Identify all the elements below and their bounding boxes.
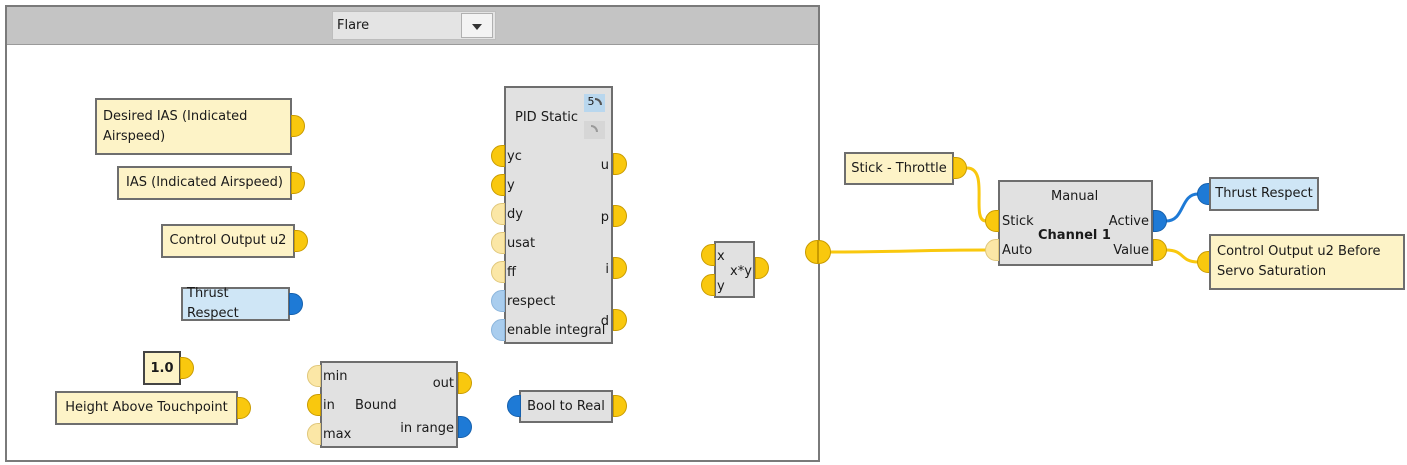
bound-input-min-label: min <box>323 369 348 384</box>
channel-auto-input-port[interactable] <box>985 239 999 261</box>
source-ias-label: IAS (Indicated Airspeed) <box>126 175 283 190</box>
source-thrust-respect-label: Thrust Respect <box>187 286 239 321</box>
source-stick-throttle[interactable]: Stick - Throttle <box>844 152 954 185</box>
pid-output-i-label: i <box>605 262 609 277</box>
bound-input-max-label: max <box>323 427 352 442</box>
multiply-label: x*y <box>730 264 752 279</box>
bool-to-real-label: Bool to Real <box>527 399 605 414</box>
sink-control-output-label: Control Output u2 Before Servo Saturatio… <box>1217 244 1381 279</box>
bound-title: Bound <box>355 398 397 413</box>
sink-thrust-respect-label: Thrust Respect <box>1215 186 1313 201</box>
pid-input-ff-label: ff <box>507 265 516 280</box>
channel-stick-input-port[interactable] <box>985 210 999 232</box>
pid-input-dy-label: dy <box>507 207 523 222</box>
channel-output-value-label: Value <box>1113 243 1149 258</box>
source-desired-ias-label: Desired IAS (Indicated Airspeed) <box>103 108 248 144</box>
bound-output-in-range-label: in range <box>400 421 454 436</box>
source-stick-throttle-label: Stick - Throttle <box>851 160 947 176</box>
bound-block[interactable]: min in max Bound out in range <box>320 361 458 448</box>
mode-selector[interactable]: Flare <box>332 11 496 40</box>
wire-value-to-control-out <box>1164 248 1200 264</box>
channel-input-auto-label: Auto <box>1002 243 1033 258</box>
pid-dy-input-port[interactable] <box>491 203 505 225</box>
multiply-block[interactable]: x y x*y <box>714 241 755 298</box>
channel-input-stick-label: Stick <box>1002 214 1034 229</box>
pid-input-yc-label: yc <box>507 149 522 164</box>
channel-mode-label: Manual <box>1051 189 1099 204</box>
group-output-node[interactable] <box>805 240 831 264</box>
pid-badge-value: 5 <box>587 95 595 108</box>
pid-input-respect-label: respect <box>507 294 556 309</box>
pid-ff-input-port[interactable] <box>491 261 505 283</box>
bound-in-input-port[interactable] <box>307 394 321 416</box>
group-output-node-divider <box>817 241 819 263</box>
pid-respect-input-port[interactable] <box>491 290 505 312</box>
dropdown-arrow-icon <box>472 24 482 30</box>
pid-output-d-label: d <box>600 314 609 329</box>
bound-max-input-port[interactable] <box>307 423 321 445</box>
channel-title: Channel 1 <box>1038 228 1111 243</box>
source-height-label: Height Above Touchpoint <box>65 400 228 415</box>
mode-selector-button[interactable] <box>461 13 493 38</box>
wire-stick-to-stick <box>965 166 988 223</box>
constant-value: 1.0 <box>150 360 174 376</box>
wire-node-to-auto <box>828 248 988 254</box>
bound-min-input-port[interactable] <box>307 365 321 387</box>
source-desired-ias[interactable]: Desired IAS (Indicated Airspeed) <box>95 98 292 155</box>
multiply-y-input-port[interactable] <box>701 274 715 296</box>
rss-feed-icon <box>591 125 598 132</box>
pid-output-u-label: u <box>600 158 609 173</box>
pid-y-input-port[interactable] <box>491 174 505 196</box>
mode-selector-value: Flare <box>337 18 370 33</box>
source-ias[interactable]: IAS (Indicated Airspeed) <box>117 166 292 200</box>
bound-input-in-label: in <box>323 398 335 413</box>
multiply-x-input-port[interactable] <box>701 244 715 266</box>
rss-feed-icon <box>594 98 602 105</box>
bool-to-real-block[interactable]: Bool to Real <box>519 390 613 423</box>
source-control-output[interactable]: Control Output u2 <box>161 224 295 258</box>
pid-usat-input-port[interactable] <box>491 232 505 254</box>
pid-static-block[interactable]: PID Static 5 yc y dy usat ff respect ena… <box>504 86 613 344</box>
pid-yc-input-port[interactable] <box>491 145 505 167</box>
wire-active-to-thrust-out <box>1164 192 1200 223</box>
pid-feed-badge[interactable]: 5 <box>584 94 605 112</box>
constant-node[interactable]: 1.0 <box>143 351 181 385</box>
channel-block[interactable]: Manual Channel 1 Stick Auto Active Value <box>998 180 1153 266</box>
pid-input-enable-integral-label: enable integral <box>507 323 606 338</box>
pid-feed-badge-inactive[interactable] <box>584 121 605 139</box>
channel-output-active-label: Active <box>1108 214 1149 229</box>
source-height[interactable]: Height Above Touchpoint <box>55 391 238 425</box>
multiply-input-x-label: x <box>717 249 725 264</box>
pid-output-p-label: p <box>600 210 609 225</box>
multiply-input-y-label: y <box>717 279 725 294</box>
pid-title: PID Static <box>515 110 578 125</box>
source-control-output-label: Control Output u2 <box>169 233 287 248</box>
pid-input-y-label: y <box>507 178 515 193</box>
pid-input-usat-label: usat <box>507 236 536 251</box>
sink-thrust-respect[interactable]: Thrust Respect <box>1209 177 1319 211</box>
pid-enable-integral-input-port[interactable] <box>491 319 505 341</box>
sink-control-output[interactable]: Control Output u2 Before Servo Saturatio… <box>1209 234 1405 290</box>
bound-output-out-label: out <box>432 376 454 391</box>
bool-to-real-input-port[interactable] <box>507 395 521 417</box>
source-thrust-respect[interactable]: Thrust Respect <box>181 286 290 321</box>
